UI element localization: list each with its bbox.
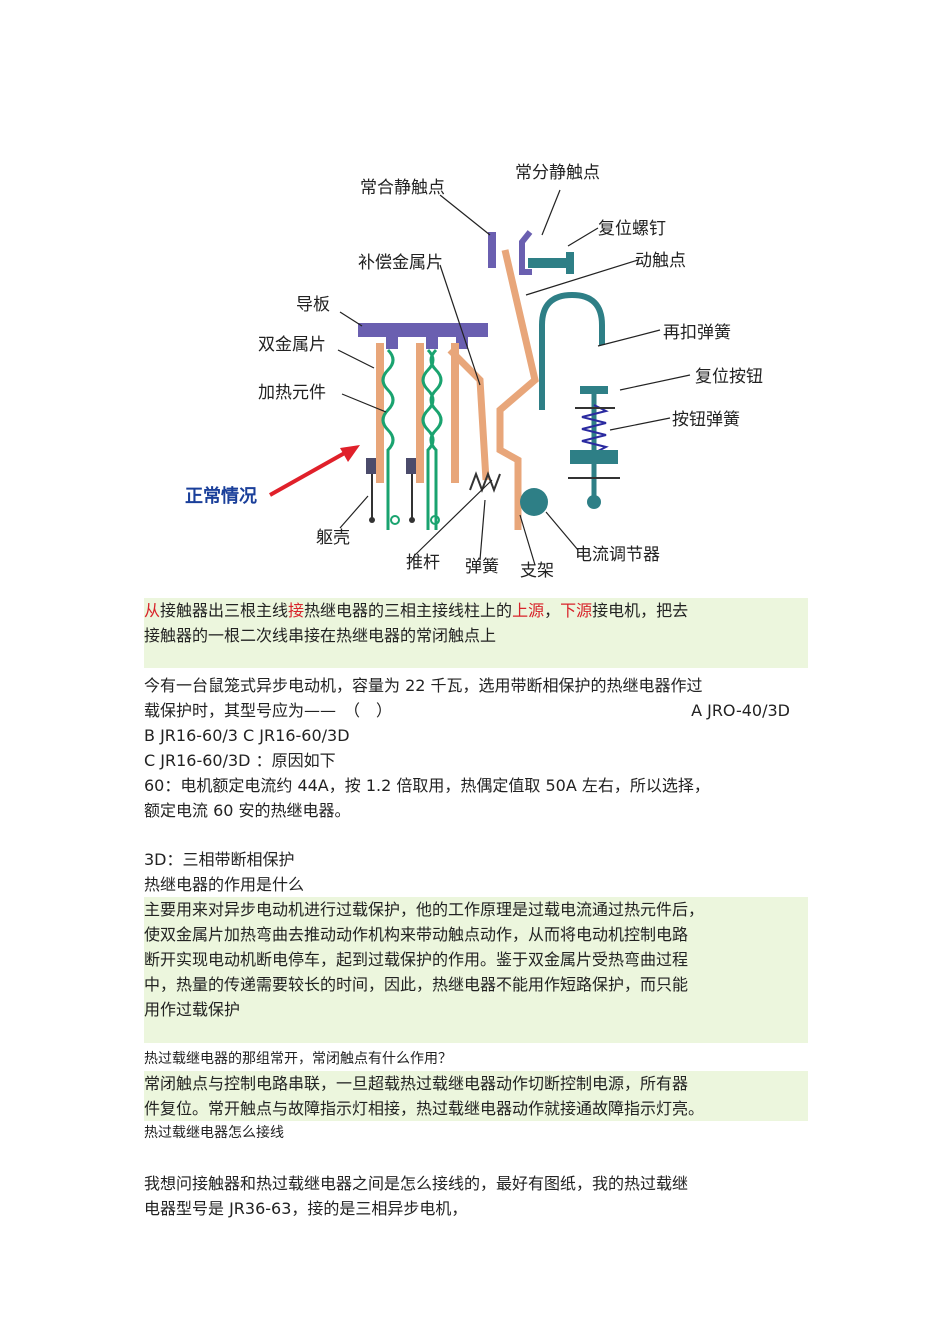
label-normal-state: 正常情况 (185, 485, 257, 507)
compensation-strip (447, 347, 490, 481)
label-no-static-contact: 常分静触点 (515, 163, 600, 183)
label-reset-screw: 复位螺钉 (598, 219, 666, 239)
label-spring: 弹簧 (465, 557, 499, 577)
label-rebuckle-spring: 再扣弹簧 (663, 323, 731, 343)
label-bracket: 支架 (520, 561, 554, 581)
guide-plate (358, 323, 488, 337)
user-question: 我想问接触器和热过载继电器之间是怎么接线的，最好有图纸，我的热过载继 电器型号是… (144, 1174, 689, 1218)
label-bimetal: 双金属片 (258, 335, 326, 355)
label-push-rod: 推杆 (406, 553, 440, 573)
thermal-relay-diagram: 常合静触点 常分静触点 复位螺钉 动触点 补偿金属片 导板 双金属片 再扣弹簧 … (185, 163, 763, 581)
normal-arrow (269, 448, 351, 497)
label-current-regulator: 电流调节器 (575, 545, 660, 565)
reset-screw (528, 258, 570, 268)
current-regulator (520, 488, 548, 516)
label-nc-static-contact: 常合静触点 (360, 178, 445, 198)
contacts-question: 热过载继电器的那组常开，常闭触点有什么作用？ (144, 1051, 452, 1067)
rebuckle-spring (539, 291, 605, 410)
heating-coil (381, 348, 395, 530)
push-rod (496, 249, 539, 530)
nc-contact (488, 232, 496, 268)
contacts-answer: 常闭触点与控制电路串联，一旦超载热过载继电器动作切断控制电源，所有器 件复位。常… (144, 1071, 808, 1121)
label-button-spring: 按钮弹簧 (672, 410, 740, 430)
label-guide-plate: 导板 (296, 295, 330, 315)
label-reset-button: 复位按钮 (695, 367, 763, 387)
label-housing: 躯壳 (316, 528, 350, 548)
button-spring (581, 404, 609, 454)
label-heating-element: 加热元件 (258, 383, 326, 403)
label-compensation-metal: 补偿金属片 (358, 253, 443, 273)
wiring-paragraph: 从接触器出三根主线接热继电器的三相主接线柱上的上源，下源接电机，把去 接触器的一… (144, 598, 808, 668)
question-block: 今有一台鼠笼式异步电动机，容量为 22 千瓦，选用带断相保护的热继电器作过 载保… (144, 676, 790, 820)
section-function: 3D：三相带断相保护 热继电器的作用是什么 (144, 850, 305, 894)
bimetal-strip (376, 343, 384, 483)
spring (469, 471, 501, 493)
wiring-heading: 热过载继电器怎么接线 (144, 1125, 284, 1141)
label-moving-contact: 动触点 (635, 251, 686, 271)
reset-button (580, 386, 608, 394)
function-answer: 主要用来对异步电动机进行过载保护，他的工作原理是过载电流通过热元件后， 使双金属… (144, 897, 808, 1043)
